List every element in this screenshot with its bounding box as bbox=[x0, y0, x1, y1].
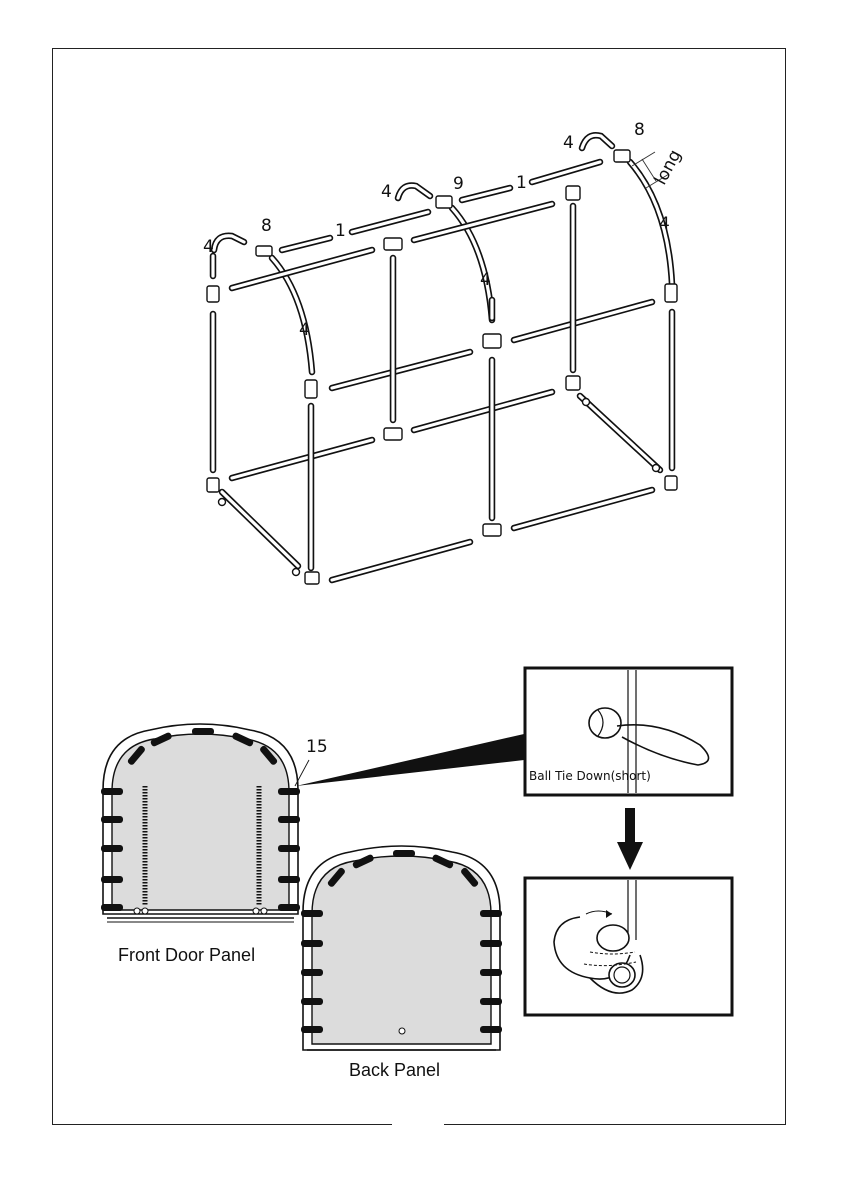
label-right-arch: 4 bbox=[659, 214, 670, 234]
label-right-ridge-pole: 1 bbox=[516, 173, 527, 193]
label-left-elbow: 8 bbox=[261, 216, 272, 236]
label-middle-arch: 4 bbox=[480, 270, 491, 290]
callout-wedge bbox=[296, 734, 524, 786]
label-left-corner-arch: 4 bbox=[203, 237, 214, 257]
tie-down-detail-top: Ball Tie Down(short) bbox=[525, 668, 732, 795]
corner-arch-middle bbox=[398, 186, 430, 199]
frame-assembly: 4 8 1 4 4 9 1 4 4 8 4 long bbox=[203, 120, 686, 584]
front-door-panel-caption: Front Door Panel bbox=[118, 945, 255, 965]
label-tie-down: 15 bbox=[306, 737, 328, 757]
corner-arch-left bbox=[214, 236, 244, 250]
ball-wrapped-icon bbox=[597, 925, 629, 951]
label-right-elbow: 8 bbox=[634, 120, 645, 140]
label-long: long bbox=[651, 147, 686, 189]
side-poles bbox=[232, 204, 652, 580]
down-arrow-icon bbox=[617, 808, 643, 870]
elbow-connector-left bbox=[256, 246, 272, 256]
label-middle-tee: 9 bbox=[453, 174, 464, 194]
ball-icon bbox=[589, 708, 621, 738]
back-panel: Back Panel bbox=[301, 846, 502, 1080]
label-right-corner-arch: 4 bbox=[563, 133, 574, 153]
front-door-panel: 15 Front Door Panel bbox=[101, 724, 328, 965]
elbow-connector-right bbox=[614, 150, 630, 162]
detail-caption: Ball Tie Down(short) bbox=[529, 769, 651, 783]
label-left-ridge-pole: 1 bbox=[335, 221, 346, 241]
tee-connector-middle bbox=[436, 196, 452, 208]
vertical-legs bbox=[213, 206, 672, 568]
connectors bbox=[207, 150, 677, 584]
tie-down-detail-bottom bbox=[525, 878, 732, 1015]
label-left-front-arch: 4 bbox=[299, 320, 310, 340]
corner-arch-right bbox=[582, 135, 612, 148]
back-panel-caption: Back Panel bbox=[349, 1060, 440, 1080]
label-middle-corner-arch: 4 bbox=[381, 182, 392, 202]
